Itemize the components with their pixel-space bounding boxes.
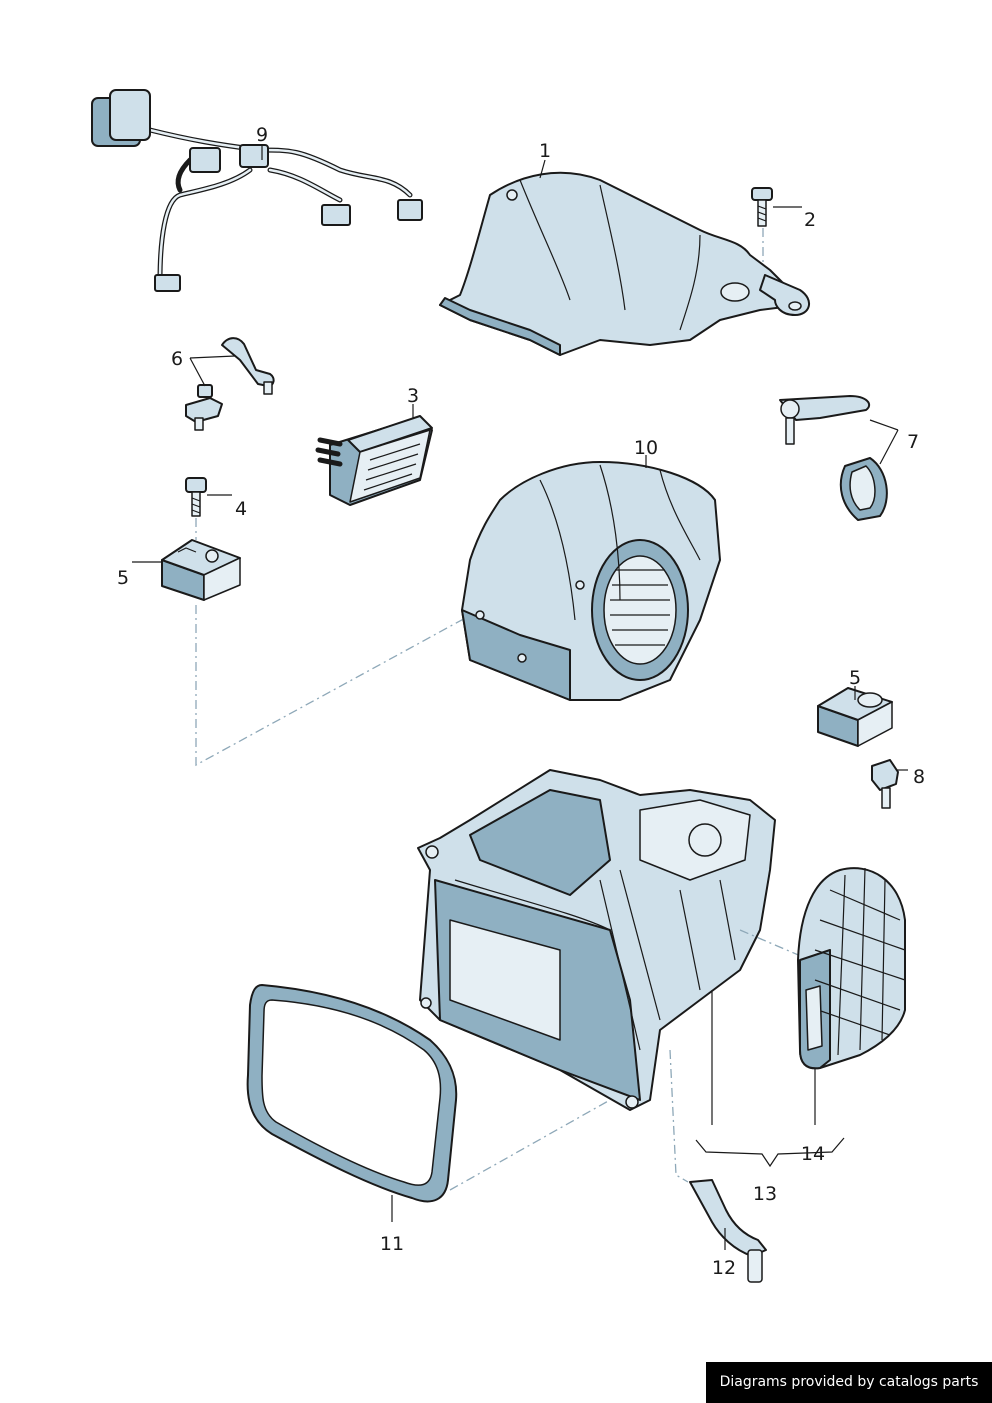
lever-part-7[interactable] bbox=[779, 395, 888, 521]
callout-14: 14 bbox=[801, 1143, 825, 1165]
leader-1 bbox=[539, 159, 546, 179]
bracket-14 bbox=[695, 1137, 845, 1168]
callout-9: 9 bbox=[256, 124, 268, 146]
control-module-part-3[interactable] bbox=[315, 415, 433, 506]
grille-panel-part-14[interactable] bbox=[797, 867, 906, 1070]
blower-housing-part-10[interactable] bbox=[461, 461, 721, 701]
callout-5a: 5 bbox=[117, 567, 129, 589]
wiring-harness-part-9[interactable] bbox=[91, 89, 423, 292]
servo-motor-part-5-right[interactable] bbox=[817, 687, 893, 747]
leader-6 bbox=[189, 355, 236, 387]
assembly-line-11 bbox=[449, 1099, 611, 1191]
assembly-line-13 bbox=[669, 1049, 689, 1183]
assembly-line-5-to-10 bbox=[195, 605, 481, 767]
lower-housing-base[interactable] bbox=[417, 769, 776, 1111]
callout-5b: 5 bbox=[849, 667, 861, 689]
screw-part-4[interactable] bbox=[185, 477, 207, 517]
callout-6: 6 bbox=[171, 348, 183, 370]
linkage-part-6[interactable] bbox=[185, 337, 275, 431]
callout-12: 12 bbox=[712, 1257, 736, 1279]
sensor-part-8[interactable] bbox=[871, 759, 899, 809]
callout-1: 1 bbox=[539, 140, 551, 162]
gasket-seal-part-11[interactable] bbox=[246, 984, 458, 1203]
leader-7 bbox=[869, 419, 899, 465]
screw-part-2[interactable] bbox=[751, 187, 773, 227]
housing-cover-part-1[interactable] bbox=[439, 171, 810, 356]
callout-7: 7 bbox=[907, 431, 919, 453]
callout-4: 4 bbox=[235, 498, 247, 520]
callout-11: 11 bbox=[380, 1233, 404, 1255]
callout-8: 8 bbox=[913, 766, 925, 788]
callout-13: 13 bbox=[753, 1183, 777, 1205]
callout-2: 2 bbox=[804, 209, 816, 231]
drain-tube-part-12[interactable] bbox=[689, 1179, 767, 1283]
callout-10: 10 bbox=[634, 437, 658, 459]
servo-motor-part-5-left[interactable] bbox=[161, 539, 241, 601]
footer-credit: Diagrams provided by catalogs parts bbox=[706, 1362, 992, 1403]
callout-3: 3 bbox=[407, 385, 419, 407]
